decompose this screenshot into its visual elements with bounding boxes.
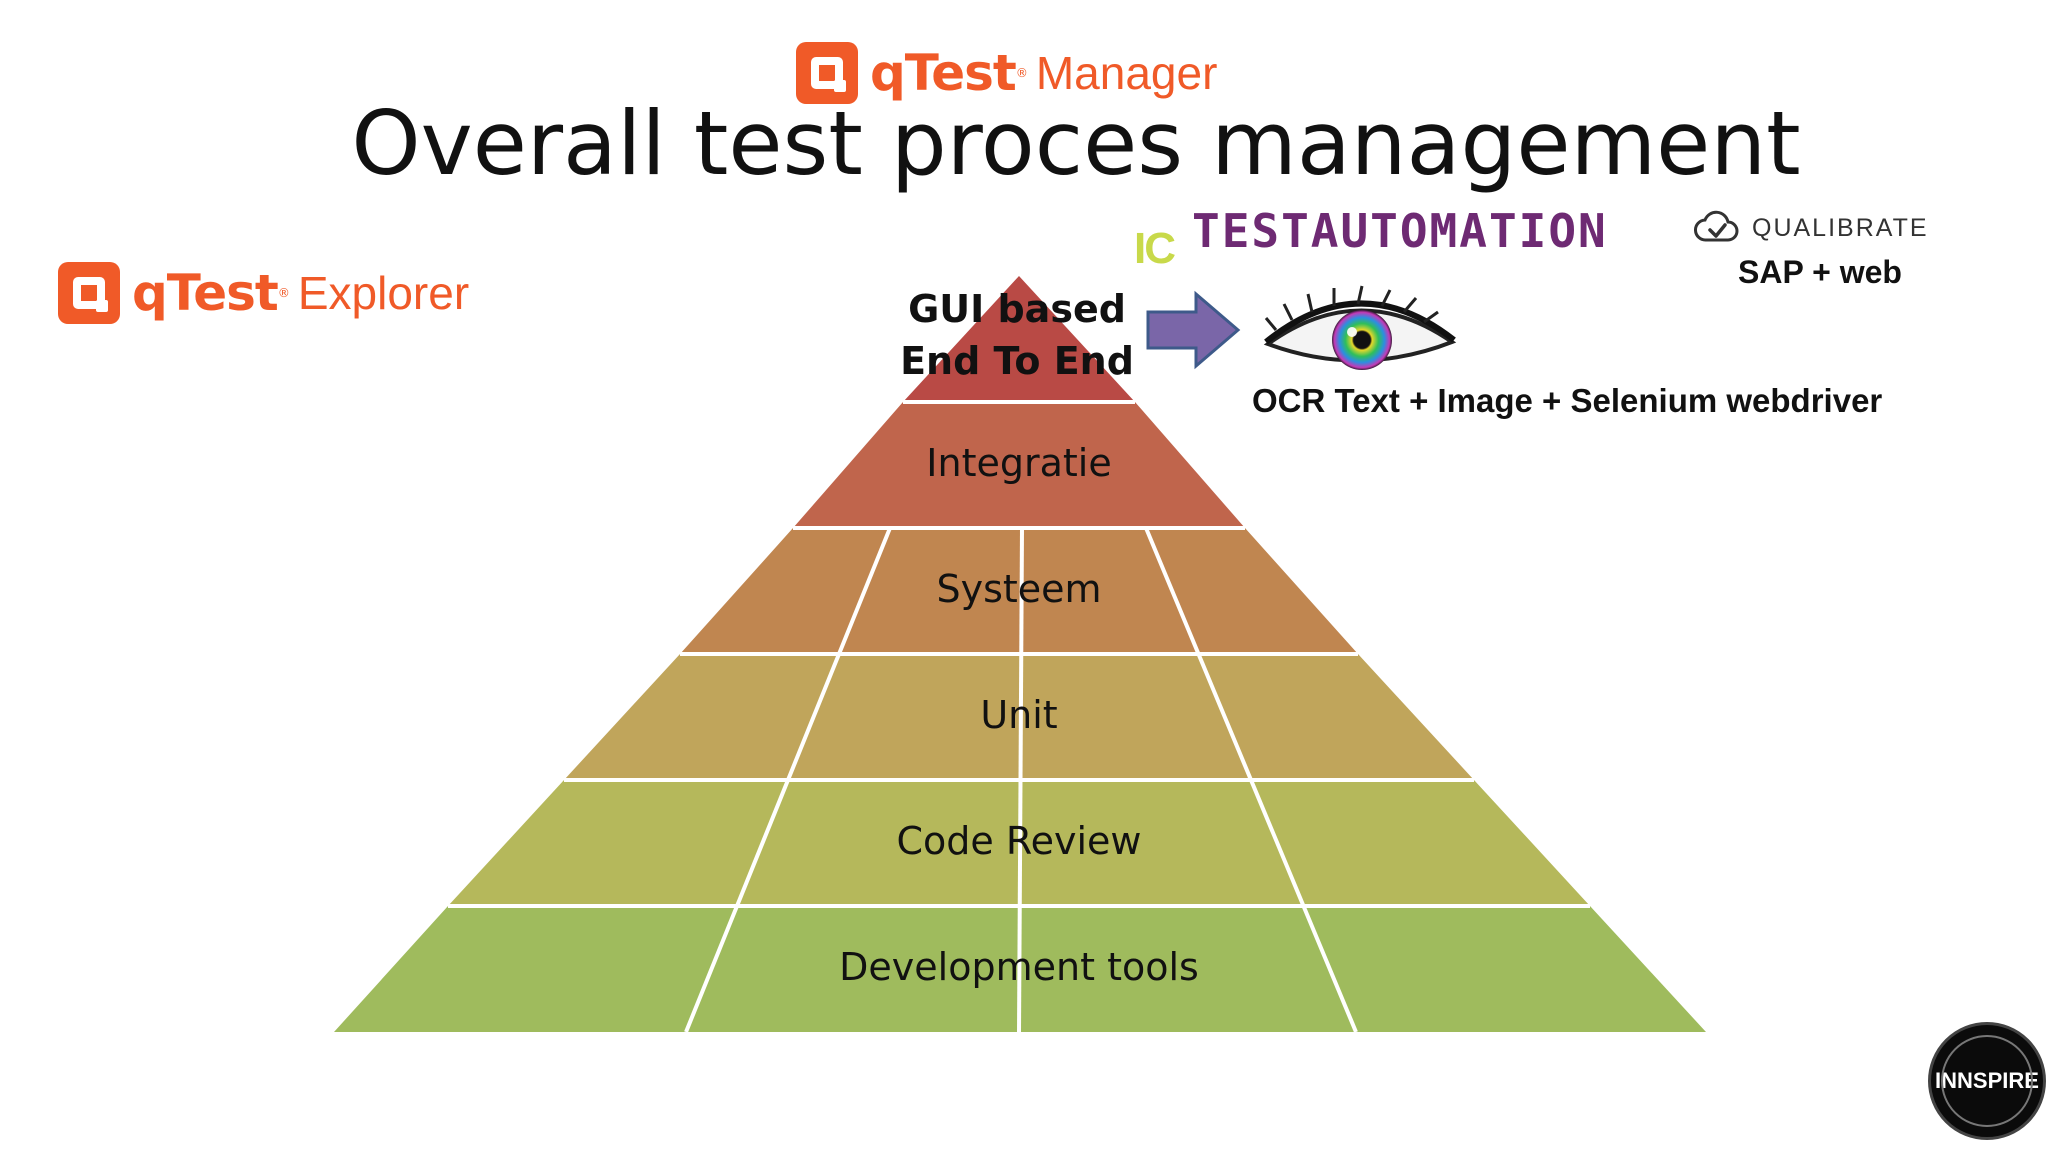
level-label-systeem: Systeem: [936, 567, 1101, 611]
qtest-manager-product: Manager: [1035, 47, 1218, 99]
cloud-check-icon: [1694, 210, 1739, 242]
level-label-unit: Unit: [980, 693, 1057, 737]
innspire-logo-ring: [1941, 1035, 2033, 1127]
pyramid-level-gui: [903, 276, 1135, 402]
qtest-explorer-reg: ®: [277, 286, 290, 300]
qtest-explorer-brand: qTest: [132, 264, 279, 322]
pyramid-grid-lines: [448, 400, 1590, 1033]
qtest-manager-logo: qTest® Manager: [796, 42, 1217, 104]
qualibrate-text: QUALIBRATE: [1752, 213, 1929, 242]
innspire-logo: INNSPIRE: [1928, 1022, 2046, 1140]
qtest-explorer-logo: qTest® Explorer: [58, 262, 469, 324]
ic-logo-mark: IC: [1134, 224, 1176, 273]
level-label-code-review: Code Review: [897, 819, 1142, 863]
level-label-gui-line1: GUI based: [908, 287, 1126, 331]
qtest-logo-icon: [796, 42, 858, 104]
qtest-manager-brand: qTest: [870, 44, 1017, 102]
qtest-manager-reg: ®: [1015, 66, 1028, 80]
pyramid-level-integratie: [793, 402, 1245, 528]
ocr-caption: OCR Text + Image + Selenium webdriver: [1252, 382, 1883, 419]
sap-web-label: SAP + web: [1738, 254, 1902, 290]
level-label-integratie: Integratie: [926, 441, 1111, 485]
eye-image: [1263, 285, 1457, 370]
right-arrow-icon: [1146, 290, 1241, 370]
qtest-logo-icon: [58, 262, 120, 324]
level-label-gui-line2: End To End: [900, 339, 1134, 383]
testautomation-logo: TESTAUTOMATION: [1192, 204, 1608, 258]
slide-title: Overall test proces management: [351, 92, 1801, 195]
level-label-development-tools: Development tools: [839, 945, 1199, 989]
qualibrate-logo: QUALIBRATE: [1694, 210, 1929, 246]
pyramid-level-systeem: [680, 528, 1358, 654]
qtest-explorer-product: Explorer: [297, 267, 470, 319]
